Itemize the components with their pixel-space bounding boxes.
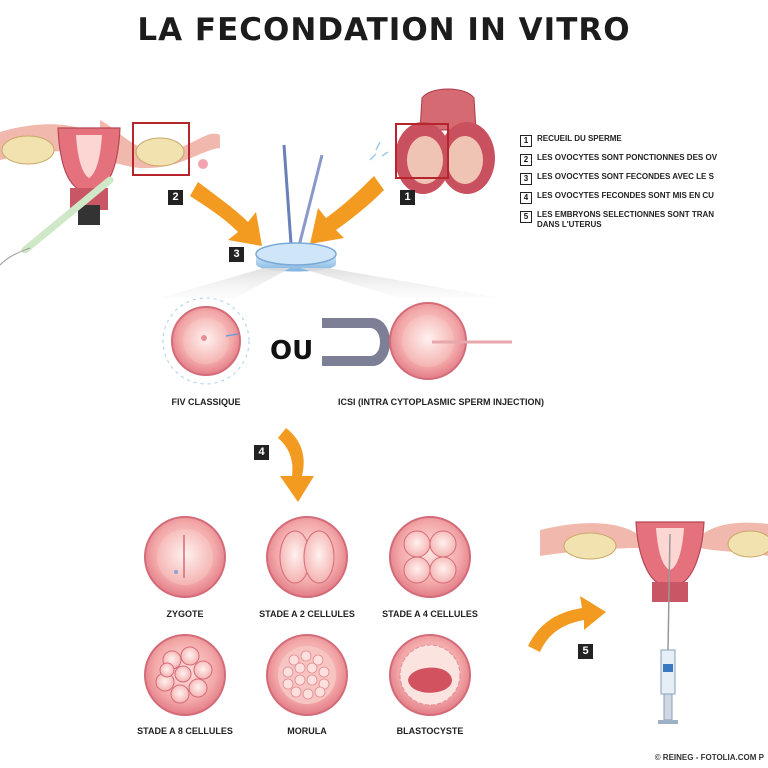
legend-text: RECUEIL DU SPERME <box>537 134 622 143</box>
legend-num: 1 <box>520 135 532 147</box>
step-badge-2: 2 <box>168 190 183 205</box>
legend-num: 2 <box>520 154 532 166</box>
legend-text-block: LES EMBRYONS SELECTIONNES SONT TRAN DANS… <box>537 210 714 230</box>
arrow-to-transfer <box>528 596 606 652</box>
copyright-notice: © REINEG - FOTOLIA.COM P <box>654 753 764 762</box>
arrow-from-testes <box>310 176 384 244</box>
uterus-transfer-illustration <box>540 521 768 724</box>
legend-text-line2: DANS L'UTERUS <box>537 220 602 229</box>
stage-2-cells <box>266 516 348 598</box>
legend-item-1: 1 RECUEIL DU SPERME <box>520 134 768 147</box>
legend-text: LES EMBRYONS SELECTIONNES SONT TRAN <box>537 210 715 219</box>
stage-zygote <box>144 516 226 598</box>
legend-num: 3 <box>520 173 532 185</box>
label-zygote: ZYGOTE <box>166 609 204 619</box>
label-icsi: ICSI (INTRA CYTOPLASMIC SPERM INJECTION) <box>337 397 544 407</box>
page-title: LA FECONDATION IN VITRO <box>137 12 631 48</box>
orange-arrows <box>190 176 606 652</box>
legend-item-3: 3 LES OVOCYTES SONT FECONDES AVEC LE S <box>520 172 768 185</box>
uterus-ovary-illustration <box>0 120 220 266</box>
legend-text: LES OVOCYTES FECONDES SONT MIS EN CU <box>537 191 714 200</box>
legend-item-4: 4 LES OVOCYTES FECONDES SONT MIS EN CU <box>520 191 768 204</box>
legend-num: 4 <box>520 192 532 204</box>
stage-8-cells <box>144 634 226 716</box>
label-stage-4: STADE A 4 CELLULES <box>382 609 478 619</box>
pipettes <box>282 144 324 259</box>
arrow-to-embryo <box>278 428 314 502</box>
legend: 1 RECUEIL DU SPERME 2 LES OVOCYTES SONT … <box>520 134 768 236</box>
fiv-oocyte <box>162 297 250 385</box>
step-badge-5: 5 <box>578 644 593 659</box>
arrow-from-ovary <box>190 182 262 246</box>
label-stage-2: STADE A 2 CELLULES <box>259 609 355 619</box>
legend-text: LES OVOCYTES SONT PONCTIONNES DES OV <box>537 153 718 162</box>
label-morula: MORULA <box>287 726 327 736</box>
legend-item-2: 2 LES OVOCYTES SONT PONCTIONNES DES OV <box>520 153 768 166</box>
stage-morula <box>266 634 348 716</box>
projection-beams <box>160 268 500 298</box>
or-separator: OU <box>270 336 314 366</box>
legend-text: LES OVOCYTES SONT FECONDES AVEC LE S <box>537 172 714 181</box>
step-badge-4: 4 <box>254 445 269 460</box>
petri-dish <box>255 242 337 272</box>
legend-num: 5 <box>520 211 532 223</box>
step-badge-1: 1 <box>400 190 415 205</box>
label-blastocyst: BLASTOCYSTE <box>396 726 464 736</box>
stage-4-cells <box>389 516 471 598</box>
stage-blastocyst <box>389 634 471 716</box>
icsi-oocyte <box>322 302 512 380</box>
label-fiv-classique: FIV CLASSIQUE <box>171 397 241 407</box>
label-stage-8: STADE A 8 CELLULES <box>137 726 233 736</box>
step-badge-3: 3 <box>229 247 244 262</box>
testes-illustration <box>369 88 495 194</box>
legend-item-5: 5 LES EMBRYONS SELECTIONNES SONT TRAN DA… <box>520 210 768 230</box>
